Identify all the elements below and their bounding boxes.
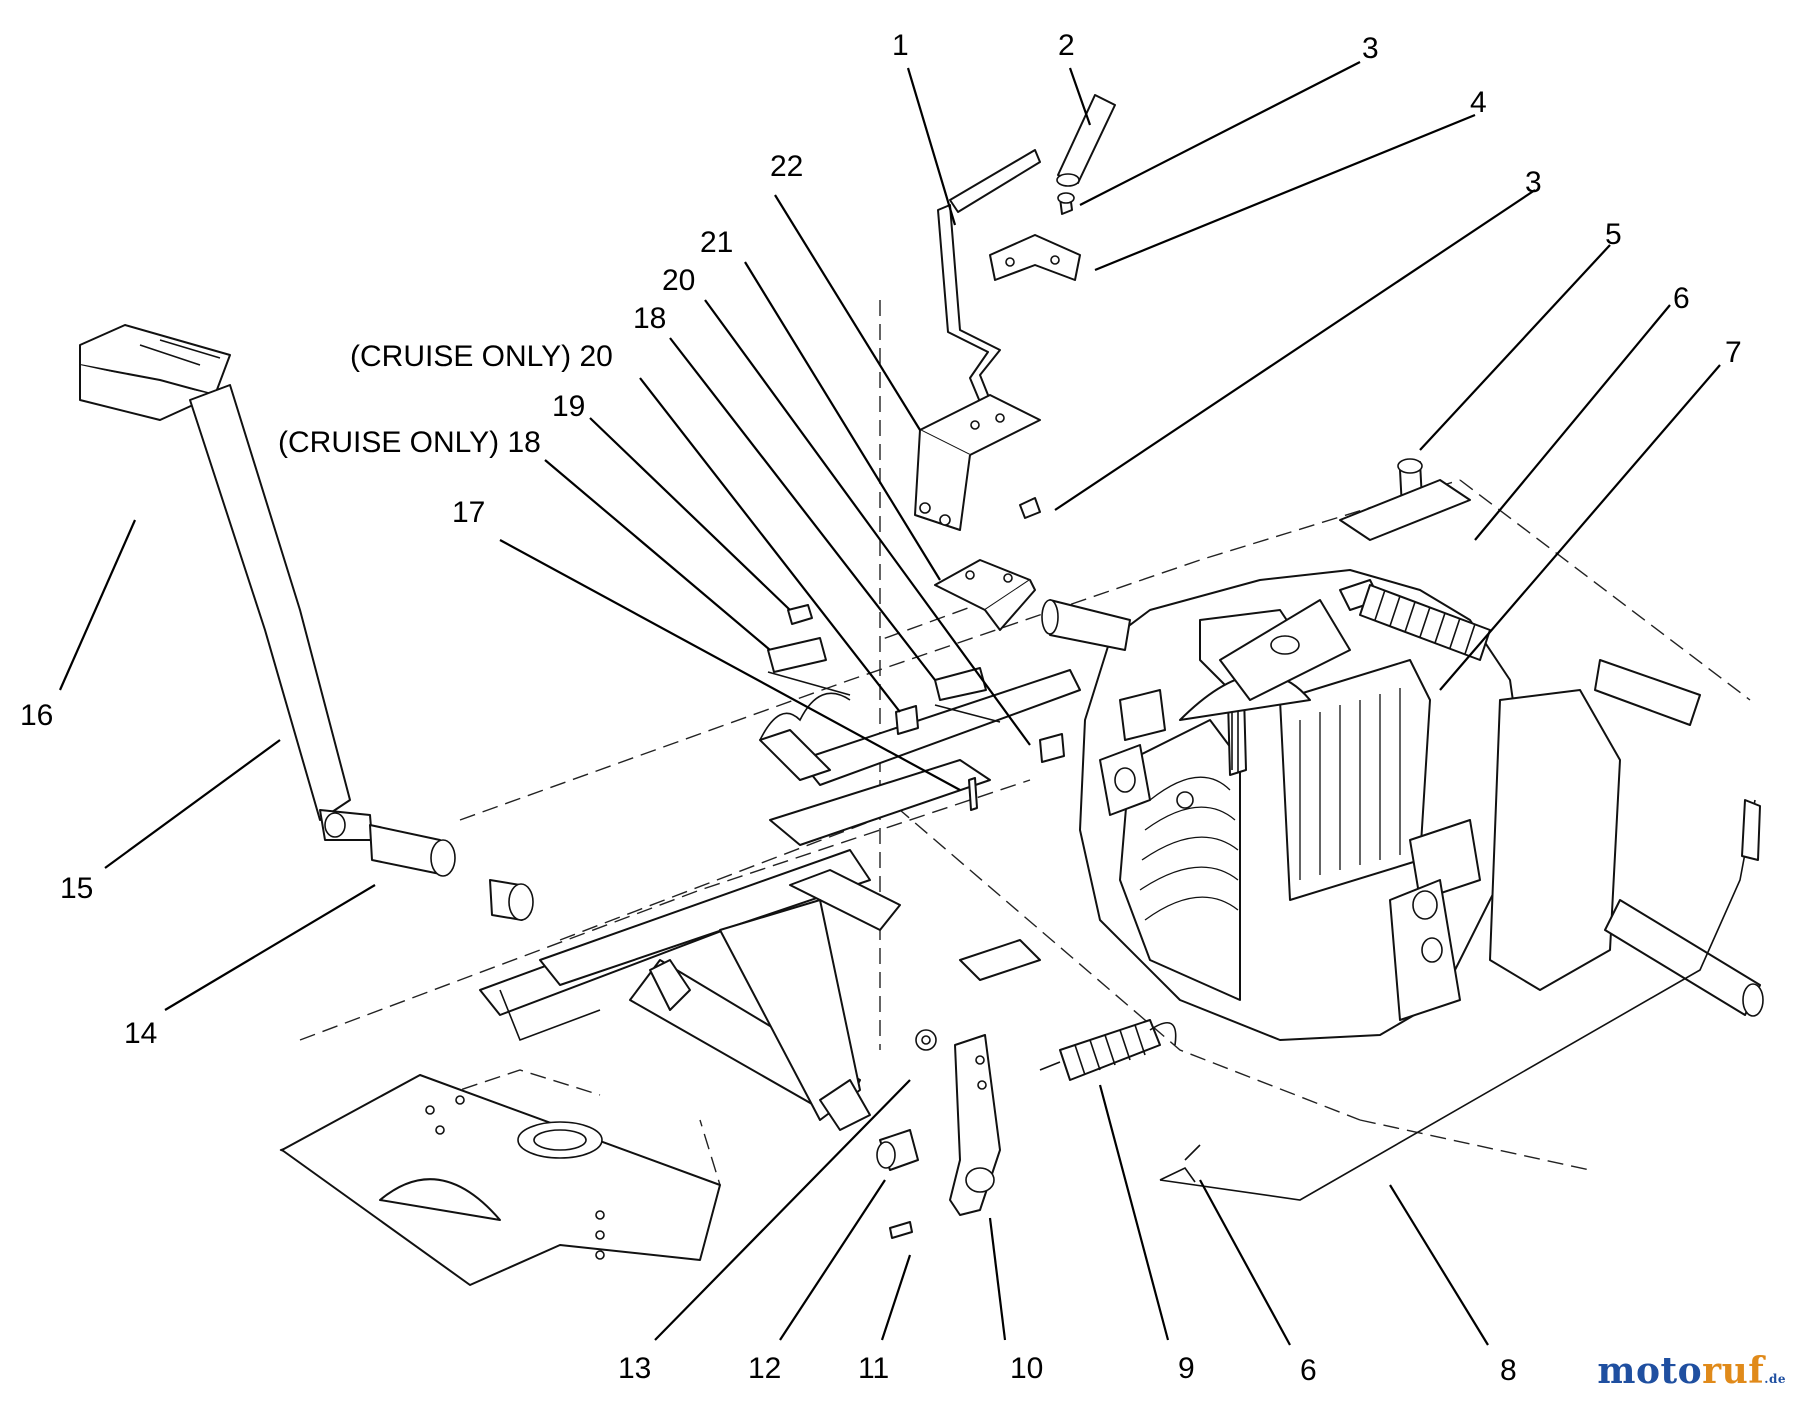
clamp-bracket (989, 192, 1081, 281)
leader-11 (880, 1254, 912, 1341)
leader-9 (1098, 1084, 1170, 1341)
pedal-lever (79, 324, 373, 841)
callout-2: 2 (1058, 29, 1075, 62)
leader-8 (1389, 1184, 1489, 1346)
callout-12: 12 (748, 1352, 781, 1385)
callout-14: 14 (124, 1017, 157, 1050)
axle (1041, 599, 1764, 1017)
callout-labels: 1 2 3 4 3 5 6 7 22 21 20 18 (CRUISE ONLY… (20, 29, 1742, 1387)
callout-18a: 18 (633, 302, 666, 335)
upper-spring (1359, 584, 1491, 661)
leader-18b (544, 459, 771, 651)
callout-17: 17 (452, 496, 485, 529)
frame-rails (479, 669, 1081, 1131)
leader-3a (1079, 61, 1361, 206)
callout-21: 21 (700, 226, 733, 259)
shift-grip (1056, 94, 1116, 187)
callout-19: 19 (552, 390, 585, 423)
callout-13: 13 (618, 1352, 651, 1385)
leader-14 (164, 884, 376, 1011)
callout-4: 4 (1470, 86, 1487, 119)
leader-18a (669, 337, 936, 681)
leader-19 (589, 417, 791, 611)
callout-3b: 3 (1525, 166, 1542, 199)
callout-15: 15 (60, 872, 93, 905)
lever-arm (876, 1029, 1201, 1239)
callout-cruise-18: (CRUISE ONLY) 18 (278, 426, 541, 459)
watermark-part2: ruf (1702, 1350, 1765, 1392)
leader-13 (654, 1079, 911, 1341)
leader-4 (1094, 113, 1476, 272)
return-spring (1039, 1019, 1177, 1081)
leader-lines (58, 61, 1721, 1346)
leader-1 (906, 67, 957, 226)
callout-11: 11 (858, 1352, 889, 1385)
bracket-bolt (1019, 497, 1041, 519)
callout-7: 7 (1725, 336, 1742, 369)
leader-5 (1419, 244, 1611, 451)
leader-17 (499, 539, 961, 791)
leader-2 (1068, 67, 1092, 126)
watermark-logo: motoruf.de (1597, 1350, 1786, 1392)
leader-3b (1054, 189, 1536, 511)
leader-21 (744, 261, 941, 581)
leader-10 (988, 1217, 1007, 1341)
callout-cruise-20: (CRUISE ONLY) 20 (350, 340, 613, 373)
frame-plate (281, 1074, 721, 1286)
watermark-part1: moto (1597, 1350, 1703, 1392)
leader-6a (1474, 304, 1671, 541)
leader-22 (774, 194, 921, 431)
callout-6b: 6 (1300, 1354, 1317, 1387)
cruise-rod (1159, 799, 1761, 1201)
shift-rod (937, 149, 1041, 403)
callout-9: 9 (1178, 1352, 1195, 1385)
leader-15 (104, 739, 281, 869)
leader-6b (1199, 1179, 1291, 1346)
watermark-tld: .de (1764, 1372, 1786, 1386)
leader-20a (704, 299, 1031, 746)
leader-20b (639, 377, 901, 713)
transmission (1079, 569, 1621, 1041)
upper-bracket (914, 394, 1041, 531)
callout-6a: 6 (1673, 282, 1690, 315)
callout-22: 22 (770, 150, 803, 183)
callout-20a: 20 (662, 264, 695, 297)
callout-8: 8 (1500, 1354, 1517, 1387)
pedal-shaft (369, 824, 534, 921)
leader-16 (58, 519, 137, 691)
switches (767, 604, 1065, 811)
leader-12 (779, 1179, 886, 1341)
callout-10: 10 (1010, 1352, 1043, 1385)
lower-bracket (934, 559, 1036, 631)
callout-1: 1 (892, 29, 909, 62)
callout-3a: 3 (1362, 32, 1379, 65)
pivot-cylinder (1339, 458, 1471, 541)
leader-7 (1439, 364, 1721, 691)
callout-16: 16 (20, 699, 53, 732)
callout-5: 5 (1605, 218, 1622, 251)
